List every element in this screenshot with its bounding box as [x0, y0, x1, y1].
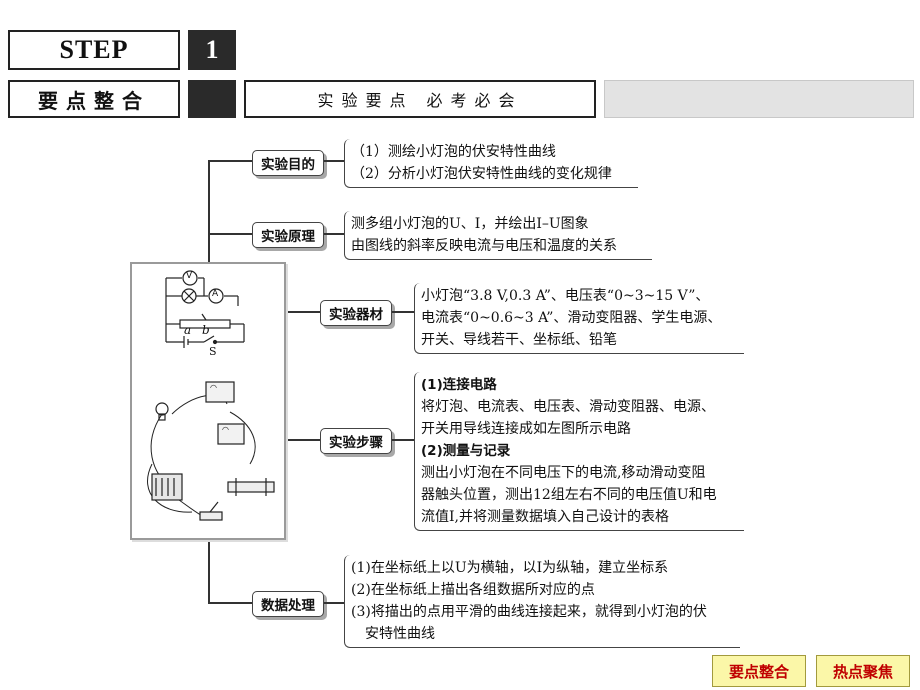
connector-purpose [208, 160, 252, 162]
purpose-line-1: （1）测绘小灯泡的伏安特性曲线 [351, 144, 556, 160]
equipment-line-3: 开关、导线若干、坐标纸、铅笔 [421, 332, 617, 348]
category-principle: 实验原理 [252, 222, 324, 248]
steps-line-1: (1)连接电路 [421, 377, 497, 393]
principle-line-1: 测多组小灯泡的U、I，并绘出I–U图象 [351, 216, 589, 232]
text-data: (1)在坐标纸上以U为横轴，以I为纵轴，建立坐标系 (2)在坐标纸上描出各组数据… [344, 555, 740, 648]
text-purpose: （1）测绘小灯泡的伏安特性曲线 （2）分析小灯泡伏安特性曲线的变化规律 [344, 139, 638, 188]
step-number: 1 [188, 30, 236, 70]
steps-line-5: 测出小灯泡在不同电压下的电流,移动滑动变阻 [421, 465, 706, 481]
terminal-a-label: a [184, 323, 192, 337]
bracket-stub-equipment [392, 311, 414, 313]
data-line-4: 安特性曲线 [365, 626, 435, 642]
summary-button[interactable]: 要点整合 [712, 655, 806, 687]
terminal-b-label: b [202, 323, 210, 337]
step-label: STEP [8, 30, 180, 70]
connector-equipment [286, 311, 320, 313]
hot-topics-button[interactable]: 热点聚焦 [816, 655, 910, 687]
purpose-line-2: （2）分析小灯泡伏安特性曲线的变化规律 [351, 166, 612, 182]
principle-line-2: 由图线的斜率反映电流与电压和温度的关系 [351, 238, 617, 254]
data-line-2: (2)在坐标纸上描出各组数据所对应的点 [351, 582, 595, 598]
ammeter-icon: ◠ [222, 425, 229, 434]
category-data: 数据处理 [252, 591, 324, 617]
steps-line-4: (2)测量与记录 [421, 443, 511, 459]
steps-line-2: 将灯泡、电流表、电压表、滑动变阻器、电源、 [421, 399, 715, 415]
bracket-stub-principle [324, 233, 344, 235]
text-equipment: 小灯泡“3.8 V,0.3 A”、电压表“0~3~15 V”、 电流表“0~0.… [414, 283, 744, 354]
subtitle: 实验要点 必考必会 [244, 80, 596, 118]
connector-data [208, 602, 252, 604]
bracket-stub-purpose [324, 160, 344, 162]
header-dark-block [188, 80, 236, 118]
circuit-figure: V A a b S ◠ ◠ [130, 262, 286, 540]
circuit-svg [147, 270, 275, 521]
section-title: 要点整合 [8, 80, 180, 118]
data-line-1: (1)在坐标纸上以U为横轴，以I为纵轴，建立坐标系 [351, 560, 669, 576]
category-steps: 实验步骤 [320, 428, 392, 454]
connector-principle [208, 233, 252, 235]
category-purpose: 实验目的 [252, 150, 324, 176]
bracket-stub-steps [392, 439, 414, 441]
voltmeter-symbol: V [186, 271, 193, 281]
connector-steps [286, 439, 320, 441]
switch-label: S [209, 345, 217, 358]
text-steps: (1)连接电路 将灯泡、电流表、电压表、滑动变阻器、电源、 开关用导线连接成如左… [414, 372, 744, 531]
voltmeter-icon: ◠ [210, 383, 217, 392]
header-gray-bar [604, 80, 914, 118]
equipment-line-2: 电流表“0~0.6~3 A”、滑动变阻器、学生电源、 [421, 310, 722, 326]
data-line-3: (3)将描出的点用平滑的曲线连接起来，就得到小灯泡的伏 [351, 604, 707, 620]
equipment-line-1: 小灯泡“3.8 V,0.3 A”、电压表“0~3~15 V”、 [421, 288, 710, 304]
steps-line-7: 流值I,并将测量数据填入自己设计的表格 [421, 509, 669, 525]
steps-line-6: 器触头位置，测出12组左右不同的电压值U和电 [421, 487, 717, 503]
bracket-stub-data [324, 602, 344, 604]
text-principle: 测多组小灯泡的U、I，并绘出I–U图象 由图线的斜率反映电流与电压和温度的关系 [344, 211, 652, 260]
ammeter-symbol: A [212, 289, 219, 299]
steps-line-3: 开关用导线连接成如左图所示电路 [421, 421, 631, 437]
category-equipment: 实验器材 [320, 300, 392, 326]
